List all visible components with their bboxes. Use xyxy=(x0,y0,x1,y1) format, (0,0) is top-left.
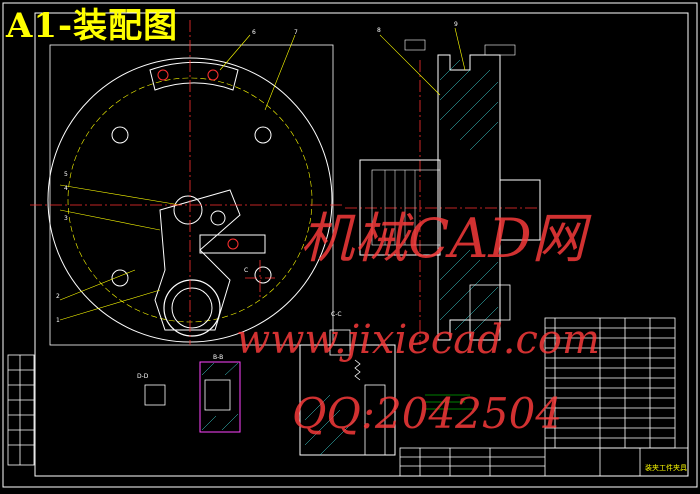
left-margin-strip xyxy=(7,354,35,466)
parts-list xyxy=(544,317,676,449)
watermark-qq: QQ:2042504 xyxy=(292,389,563,438)
callout-2: 2 xyxy=(56,293,60,300)
front-view xyxy=(47,34,334,346)
section-dd-label: D-D xyxy=(137,373,149,380)
watermark-site-name: 机械CAD网 xyxy=(300,207,586,270)
section-cc-view xyxy=(299,329,396,456)
section-bb-view xyxy=(144,361,241,433)
callout-8: 8 xyxy=(377,27,381,34)
drawing-title: A1-装配图 xyxy=(6,6,179,46)
section-cc-label: C-C xyxy=(331,311,342,318)
callout-6: 6 xyxy=(252,29,256,36)
centerlines xyxy=(30,20,540,345)
callout-9: 9 xyxy=(454,21,458,28)
callout-5: 5 xyxy=(64,171,68,178)
sheet-border xyxy=(2,2,698,488)
title-block xyxy=(399,447,689,477)
callout-7: 7 xyxy=(294,29,298,36)
side-section-view xyxy=(359,27,541,341)
technical-notes xyxy=(425,394,475,410)
callout-4: 4 xyxy=(64,185,68,192)
section-c-label: C xyxy=(244,267,248,274)
callout-3: 3 xyxy=(64,215,68,222)
watermark-url: www.jixiecad.com xyxy=(236,317,600,363)
title-block-name: 装夹工件夹具 xyxy=(645,463,687,472)
callout-1: 1 xyxy=(56,317,60,324)
section-bb-label: B-B xyxy=(213,354,223,361)
